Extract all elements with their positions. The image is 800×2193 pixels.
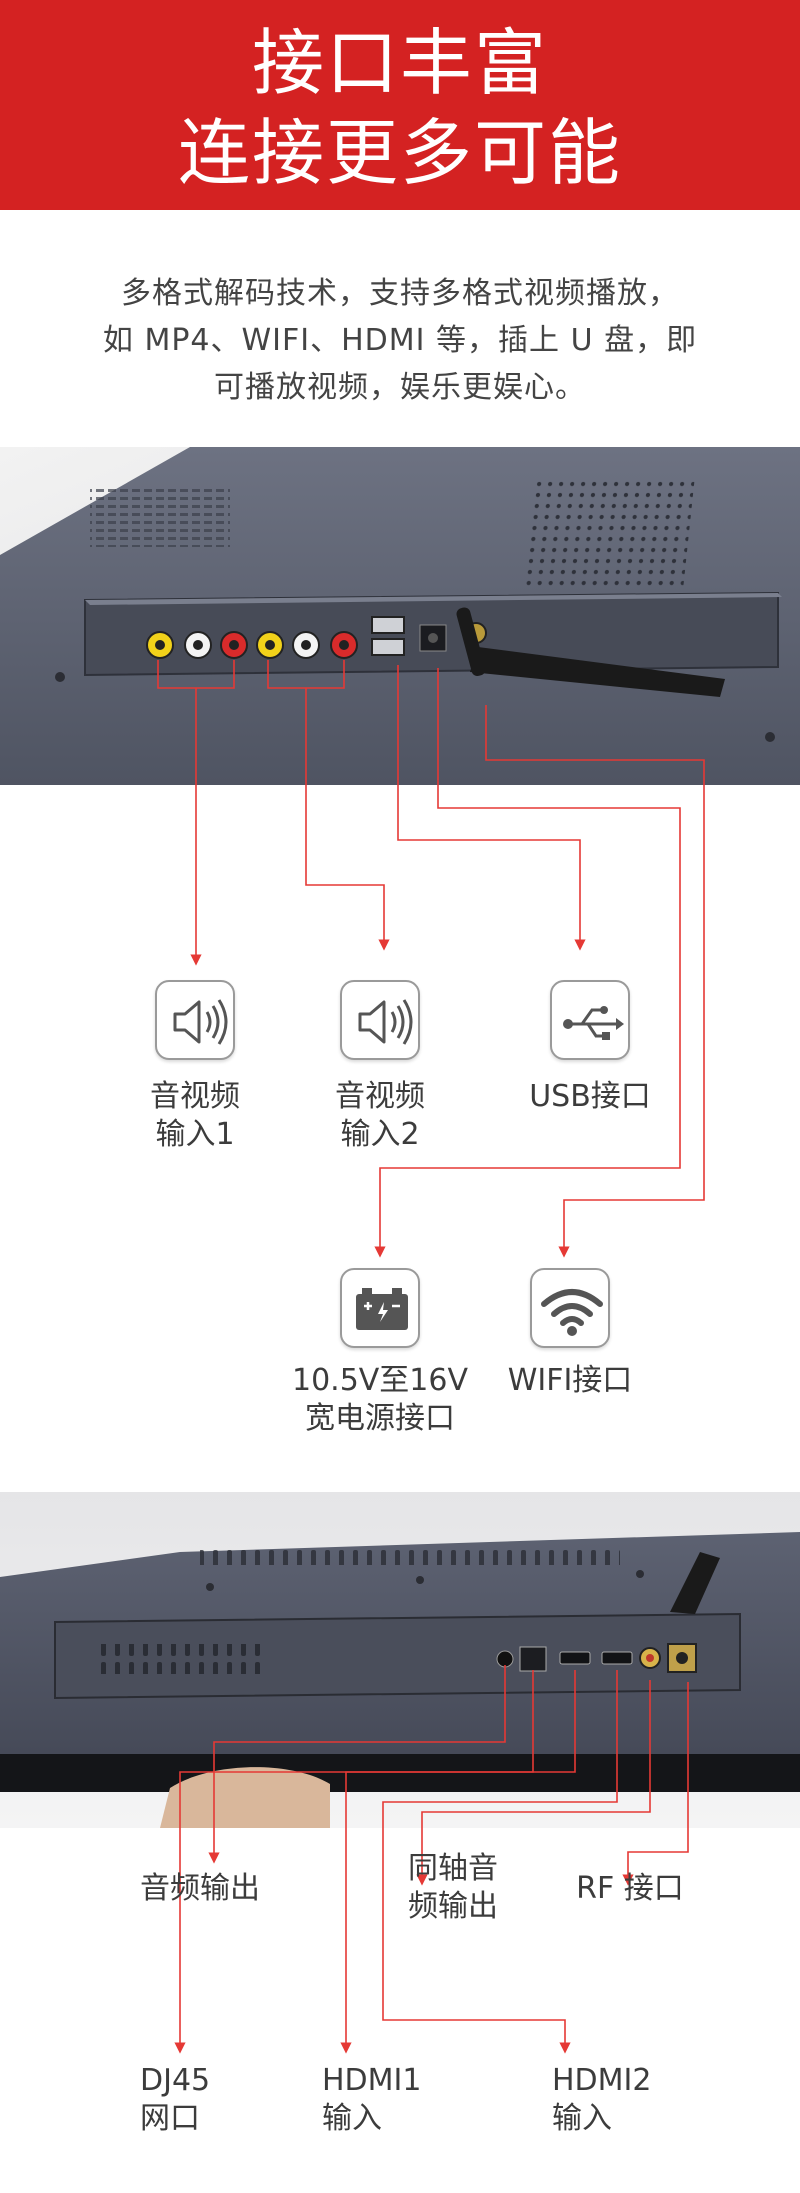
label-hdmi2: HDMI2 输入 bbox=[552, 2063, 652, 2136]
label-usb: USB接口 bbox=[529, 1079, 651, 1114]
speaker-icon bbox=[173, 999, 228, 1045]
intro-line-1: 多格式解码技术，支持多格式视频播放， bbox=[121, 276, 679, 311]
device-back-photo-top bbox=[0, 447, 800, 785]
wifi-icon-box bbox=[530, 1268, 610, 1348]
power-icon-box bbox=[340, 1268, 420, 1348]
label-audio-output: 音频输出 bbox=[140, 1871, 260, 1906]
banner-title: 接口丰富 bbox=[251, 21, 548, 105]
usb-icon bbox=[563, 1006, 624, 1040]
audio-video-input-2-icon-box bbox=[340, 980, 420, 1060]
label-coaxial-output: 同轴音 频输出 bbox=[408, 1851, 498, 1924]
label-av-input-1: 音视频 输入1 bbox=[150, 1079, 240, 1152]
speaker-icon bbox=[358, 999, 413, 1045]
label-rj45: DJ45 网口 bbox=[140, 2063, 211, 2136]
device-back-photo-bottom bbox=[0, 1492, 800, 1828]
label-wifi: WIFI接口 bbox=[507, 1363, 633, 1398]
title-banner: 接口丰富 连接更多可能 bbox=[0, 0, 800, 210]
label-rf: RF 接口 bbox=[576, 1871, 684, 1906]
label-hdmi1: HDMI1 输入 bbox=[322, 2063, 422, 2136]
wifi-icon bbox=[541, 1289, 603, 1336]
banner-subtitle: 连接更多可能 bbox=[177, 111, 622, 195]
intro-line-3: 可播放视频，娱乐更娱心。 bbox=[214, 370, 586, 405]
label-av-input-2: 音视频 输入2 bbox=[335, 1079, 425, 1152]
battery-icon bbox=[356, 1288, 408, 1330]
usb-icon-box bbox=[550, 980, 630, 1060]
audio-video-input-1-icon-box bbox=[155, 980, 235, 1060]
label-power: 10.5V至16V 宽电源接口 bbox=[291, 1363, 468, 1436]
intro-line-2: 如 MP4、WIFI、HDMI 等，插上 U 盘，即 bbox=[102, 323, 698, 358]
